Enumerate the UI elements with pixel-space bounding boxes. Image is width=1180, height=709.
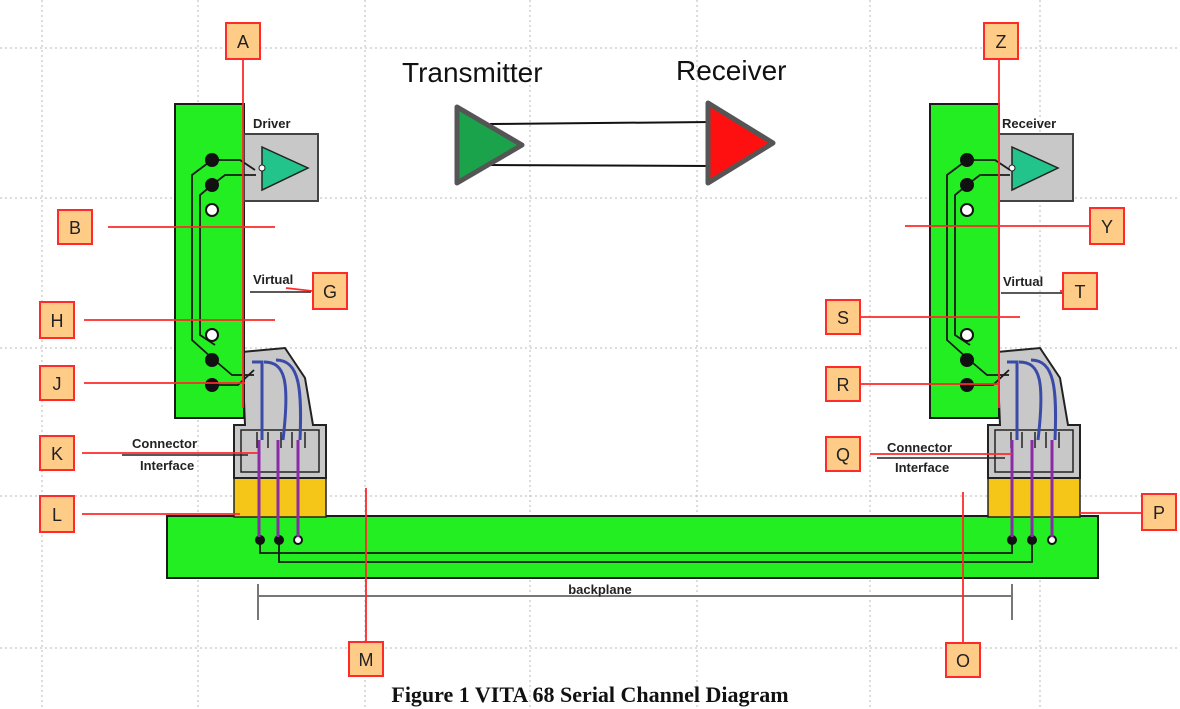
tag-P-text: P	[1153, 503, 1165, 523]
tag-S: S	[825, 299, 861, 335]
left-connector-inner	[240, 429, 320, 473]
right-card-assembly: Receiver Virtual Connector Interface	[877, 103, 1081, 537]
annotation-leaders	[82, 60, 1142, 643]
tag-Q: Q	[825, 436, 861, 472]
tag-S-text: S	[837, 308, 849, 328]
left-card-via	[205, 178, 219, 192]
tag-T: T	[1062, 272, 1098, 310]
right-card-traces-lower	[966, 357, 1010, 386]
driver-input-dot	[258, 164, 266, 172]
tag-Q-text: Q	[836, 445, 850, 465]
right-virtual-label: Virtual	[1003, 274, 1043, 289]
tag-G-text: G	[323, 282, 337, 302]
tag-B-text: B	[69, 218, 81, 238]
left-connector-label-line1: Connector	[132, 436, 197, 451]
tag-O-text: O	[956, 651, 970, 671]
tag-J: J	[39, 365, 75, 401]
left-daughter-card	[174, 103, 245, 419]
backplane-via	[1007, 535, 1017, 545]
tag-G: G	[312, 272, 348, 310]
backplane-via	[274, 535, 284, 545]
tag-O: O	[945, 642, 981, 678]
tag-J-text: J	[53, 374, 62, 394]
tag-Y: Y	[1089, 207, 1125, 245]
right-card-via	[960, 203, 974, 217]
tag-M: M	[348, 641, 384, 677]
right-card-via	[960, 353, 974, 367]
backplane-label: backplane	[568, 582, 632, 597]
tag-M-text: M	[359, 650, 374, 670]
left-virtual-label: Virtual	[253, 272, 293, 287]
tag-R-text: R	[837, 375, 850, 395]
left-card-traces-lower	[211, 357, 255, 386]
signal-line-bottom	[489, 164, 713, 167]
tag-B: B	[57, 209, 93, 245]
receiver-input-dot	[1008, 164, 1016, 172]
tag-L-text: L	[52, 505, 62, 525]
transmitter-receiver-legend: Transmitter Receiver	[402, 55, 786, 186]
left-card-assembly: Driver Virtual Connector Interface	[122, 103, 327, 537]
figure-caption: Figure 1 VITA 68 Serial Channel Diagram	[391, 682, 788, 707]
backplane-via	[293, 535, 303, 545]
backplane-board	[166, 515, 1099, 579]
tag-R: R	[825, 366, 861, 402]
tag-L: L	[39, 495, 75, 533]
right-connector-label-line2: Interface	[895, 460, 949, 475]
tag-H-text: H	[51, 311, 64, 331]
right-card-via	[960, 328, 974, 342]
backplane-via	[255, 535, 265, 545]
right-connector-pins	[1010, 440, 1054, 537]
right-card-via	[960, 153, 974, 167]
right-card-via	[960, 178, 974, 192]
receiver-title-label: Receiver	[676, 55, 786, 86]
receiver-triangle-icon	[705, 100, 776, 186]
left-connector-conductors	[252, 358, 303, 441]
left-card-via	[205, 203, 219, 217]
left-connector-contacts	[256, 432, 306, 448]
tag-Y-text: Y	[1101, 217, 1113, 237]
tag-H: H	[39, 301, 75, 339]
left-card-via	[205, 328, 219, 342]
driver-label: Driver	[253, 116, 291, 131]
tag-A-text: A	[237, 32, 249, 52]
callout-tags: A B G H J K L M O P Q R S T Y Z	[39, 22, 1177, 678]
tag-Z-text: Z	[996, 32, 1007, 52]
backplane-trace-2	[278, 540, 1033, 563]
backplane-via	[1027, 535, 1037, 545]
tag-T-text: T	[1075, 282, 1086, 302]
right-connector-label-line1: Connector	[887, 440, 952, 455]
tag-K: K	[39, 435, 75, 471]
left-card-traces	[191, 159, 256, 359]
right-card-traces	[946, 159, 1011, 359]
left-card-via	[205, 378, 219, 392]
tag-K-text: K	[51, 444, 63, 464]
transmitter-label: Transmitter	[402, 57, 543, 88]
left-card-via	[205, 353, 219, 367]
right-daughter-card	[929, 103, 1000, 419]
tag-P: P	[1141, 493, 1177, 531]
right-card-via	[960, 378, 974, 392]
right-connector-conductors	[1007, 358, 1058, 441]
backplane-trace-1	[259, 540, 1013, 554]
tag-Z: Z	[983, 22, 1019, 60]
signal-line-top	[489, 121, 713, 125]
leader-G	[285, 287, 313, 292]
backplane-via	[1047, 535, 1057, 545]
transmitter-triangle-icon	[454, 104, 525, 186]
left-card-via	[205, 153, 219, 167]
backplane: backplane	[166, 515, 1099, 620]
receiver-card-label: Receiver	[1002, 116, 1056, 131]
tag-A: A	[225, 22, 261, 60]
left-connector-pins	[257, 440, 300, 537]
left-connector-label-line2: Interface	[140, 458, 194, 473]
